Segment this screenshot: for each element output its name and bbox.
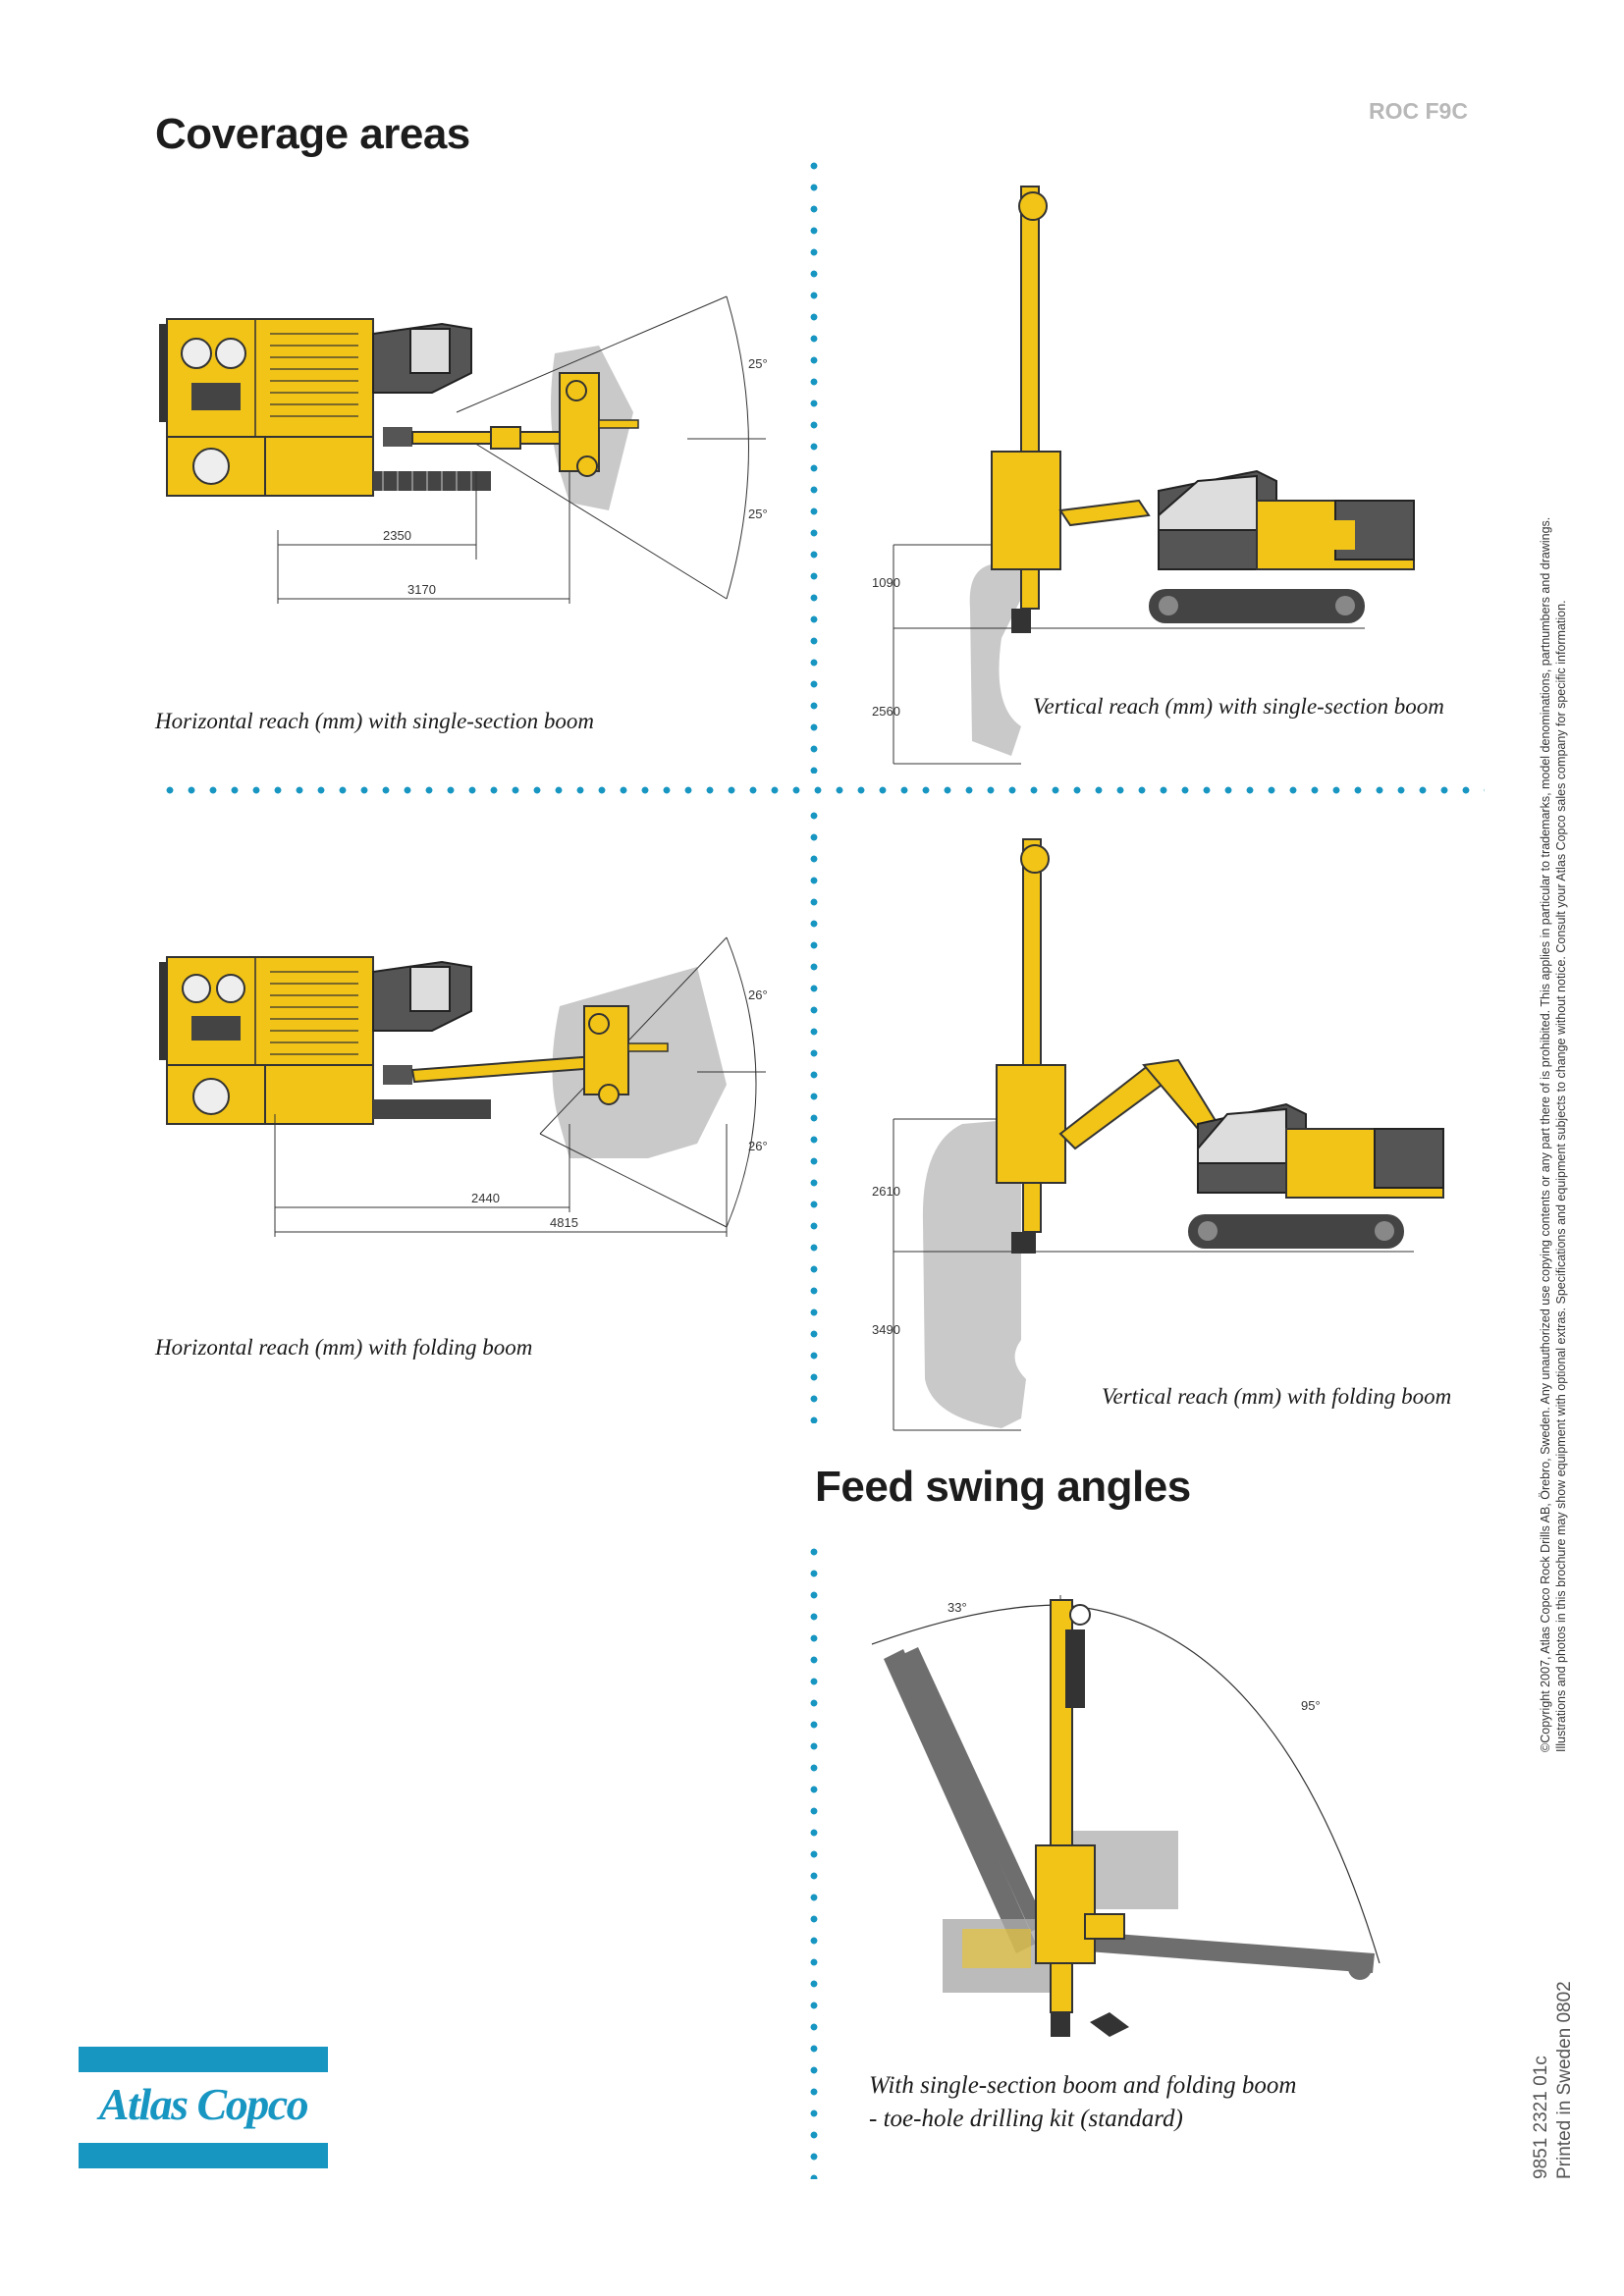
horizontal-reach-single-diagram: 2350 3170 25° 25° xyxy=(159,295,768,604)
dimension-2440: 2440 xyxy=(471,1191,500,1205)
dimension-3170: 3170 xyxy=(407,582,436,597)
model-name: ROC F9C xyxy=(1369,98,1468,124)
logo-band-bottom xyxy=(79,2143,328,2168)
divider-horizontal xyxy=(159,786,1485,794)
copyright-line-2: Illustrations and photos in this brochur… xyxy=(1554,600,1568,1752)
angle-bottom: 26° xyxy=(748,1139,768,1153)
atlas-copco-logo: Atlas Copco xyxy=(79,2047,328,2170)
dimension-1090: 1090 xyxy=(872,575,900,590)
caption-vertical-single: Vertical reach (mm) with single-section … xyxy=(1033,694,1444,719)
dimension-4815: 4815 xyxy=(550,1215,578,1230)
doc-number-line-2: Printed in Sweden 0802 xyxy=(1554,1981,1575,2179)
dimension-2350: 2350 xyxy=(383,528,411,543)
divider-vertical-top xyxy=(810,155,818,774)
coverage-area xyxy=(922,1119,1026,1428)
copyright-notice: ©Copyright 2007, Atlas Copco Rock Drills… xyxy=(1538,398,1569,1752)
page-title: Coverage areas xyxy=(155,110,470,158)
document-number: 9851 2321 01c Printed in Sweden 0802 xyxy=(1530,1924,1577,2179)
dimension-2560: 2560 xyxy=(872,704,900,719)
caption-horizontal-single: Horizontal reach (mm) with single-sectio… xyxy=(155,709,594,733)
angle-33: 33° xyxy=(947,1600,967,1615)
vertical-reach-folding-diagram: 2610 3490 xyxy=(872,838,1444,1431)
copyright-line-1: ©Copyright 2007, Atlas Copco Rock Drills… xyxy=(1539,516,1552,1752)
divider-vertical-middle xyxy=(810,805,818,1423)
logo-wordmark: Atlas Copco xyxy=(98,2079,309,2129)
dimension-3490: 3490 xyxy=(872,1322,900,1337)
angle-top: 26° xyxy=(748,988,768,1002)
caption-horizontal-folding: Horizontal reach (mm) with folding boom xyxy=(155,1335,533,1360)
dimension-2610: 2610 xyxy=(872,1184,900,1199)
feed-swing-title: Feed swing angles xyxy=(815,1463,1191,1511)
coverage-area xyxy=(969,564,1021,756)
horizontal-reach-folding-diagram: 2440 4815 26° 26° xyxy=(159,936,768,1237)
doc-number-line-1: 9851 2321 01c xyxy=(1531,2056,1551,2179)
caption-feed-swing-2: - toe-hole drilling kit (standard) xyxy=(869,2106,1183,2132)
logo-band-top xyxy=(79,2047,328,2072)
divider-vertical-bottom xyxy=(810,1541,818,2179)
angle-top: 25° xyxy=(748,356,768,371)
caption-vertical-folding: Vertical reach (mm) with folding boom xyxy=(1102,1384,1452,1409)
angle-95: 95° xyxy=(1301,1698,1321,1713)
feed-swing-diagram: 33° 95° xyxy=(871,1595,1380,2037)
caption-feed-swing-1: With single-section boom and folding boo… xyxy=(869,2072,1297,2099)
vertical-reach-single-diagram: 1090 2560 xyxy=(872,186,1415,765)
angle-bottom: 25° xyxy=(748,507,768,521)
